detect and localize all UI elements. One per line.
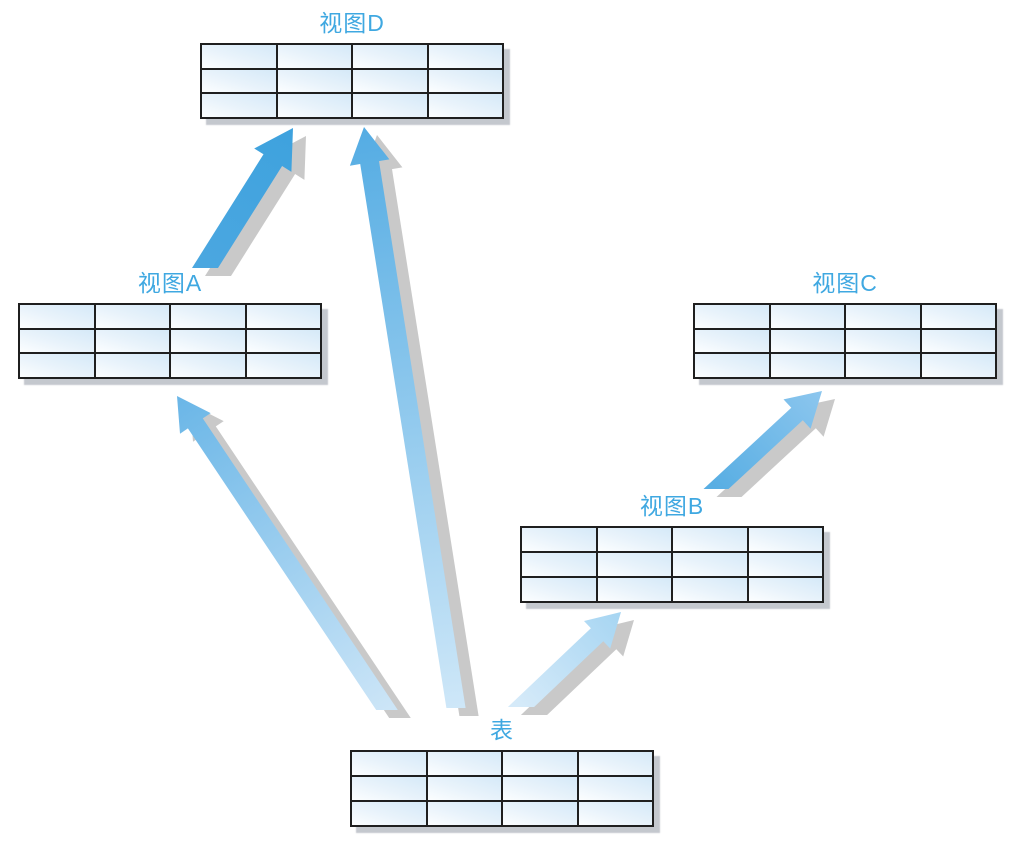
node-view-d: 视图D — [200, 10, 504, 119]
table-cell — [695, 329, 769, 353]
arrow-view-b-to-view-c — [703, 391, 822, 489]
table-cell — [20, 305, 94, 328]
node-view-c: 视图C — [693, 270, 997, 379]
table-cell — [352, 752, 426, 775]
table-cell — [427, 802, 501, 825]
table-cell — [353, 45, 427, 68]
table-cell — [522, 553, 596, 576]
table-graphic — [350, 750, 654, 827]
table-cell — [95, 329, 169, 353]
table-cell — [578, 777, 652, 800]
table-graphic — [693, 303, 997, 379]
table-cell — [770, 305, 844, 328]
node-label-view-b: 视图B — [639, 493, 705, 519]
table-cell — [770, 354, 844, 377]
table-cell — [503, 752, 577, 775]
table-cell — [202, 69, 276, 93]
table-cell — [428, 94, 502, 117]
table-cell — [353, 69, 427, 93]
table-graphic — [200, 43, 504, 119]
arrow-shadow-base-table-to-view-d — [362, 135, 479, 716]
table-cell — [246, 305, 320, 328]
table-cell — [503, 777, 577, 800]
table-cell — [921, 329, 995, 353]
table-cell — [578, 752, 652, 775]
table-cell — [673, 578, 747, 601]
table-cell — [921, 305, 995, 328]
table-cell — [277, 69, 351, 93]
table-cell — [503, 802, 577, 825]
table-cell — [171, 305, 245, 328]
arrow-base-table-to-view-b — [507, 612, 621, 707]
table-cell — [202, 94, 276, 117]
node-label-base-table: 表 — [490, 717, 514, 743]
table-cell — [695, 305, 769, 328]
table-cell — [352, 777, 426, 800]
table-cell — [748, 528, 822, 551]
table-cell — [597, 578, 671, 601]
table-cell — [522, 578, 596, 601]
arrow-base-table-to-view-a — [177, 396, 398, 710]
table-graphic — [18, 303, 322, 379]
node-label-view-a: 视图A — [137, 270, 203, 296]
table-cell — [695, 354, 769, 377]
table-cell — [171, 354, 245, 377]
table-cell — [246, 329, 320, 353]
arrow-shadow-view-a-to-view-d — [205, 136, 306, 276]
table-cell — [846, 305, 920, 328]
table-cell — [352, 802, 426, 825]
table-cell — [427, 752, 501, 775]
node-view-a: 视图A — [18, 270, 322, 379]
table-cell — [277, 94, 351, 117]
table-cell — [748, 578, 822, 601]
table-cell — [748, 553, 822, 576]
node-base-table: 表 — [350, 717, 654, 827]
arrow-shadow-base-table-to-view-a — [190, 404, 411, 718]
table-cell — [578, 802, 652, 825]
node-view-b: 视图B — [520, 493, 824, 603]
table-cell — [171, 329, 245, 353]
node-label-view-d: 视图D — [319, 10, 385, 36]
table-cell — [522, 528, 596, 551]
table-cell — [428, 45, 502, 68]
table-cell — [597, 528, 671, 551]
table-cell — [846, 354, 920, 377]
table-cell — [20, 329, 94, 353]
table-cell — [428, 69, 502, 93]
table-cell — [846, 329, 920, 353]
node-label-view-c: 视图C — [812, 270, 878, 296]
arrow-base-table-to-view-d — [349, 127, 466, 708]
table-cell — [353, 94, 427, 117]
table-cell — [770, 329, 844, 353]
arrow-shadow-base-table-to-view-b — [520, 620, 634, 715]
table-cell — [202, 45, 276, 68]
table-graphic — [520, 526, 824, 603]
table-cell — [673, 528, 747, 551]
arrow-shadow-view-b-to-view-c — [716, 399, 835, 497]
table-cell — [277, 45, 351, 68]
table-cell — [20, 354, 94, 377]
table-cell — [597, 553, 671, 576]
table-cell — [921, 354, 995, 377]
table-cell — [673, 553, 747, 576]
table-cell — [95, 354, 169, 377]
table-cell — [95, 305, 169, 328]
arrow-view-a-to-view-d — [192, 128, 293, 268]
table-cell — [427, 777, 501, 800]
table-cell — [246, 354, 320, 377]
